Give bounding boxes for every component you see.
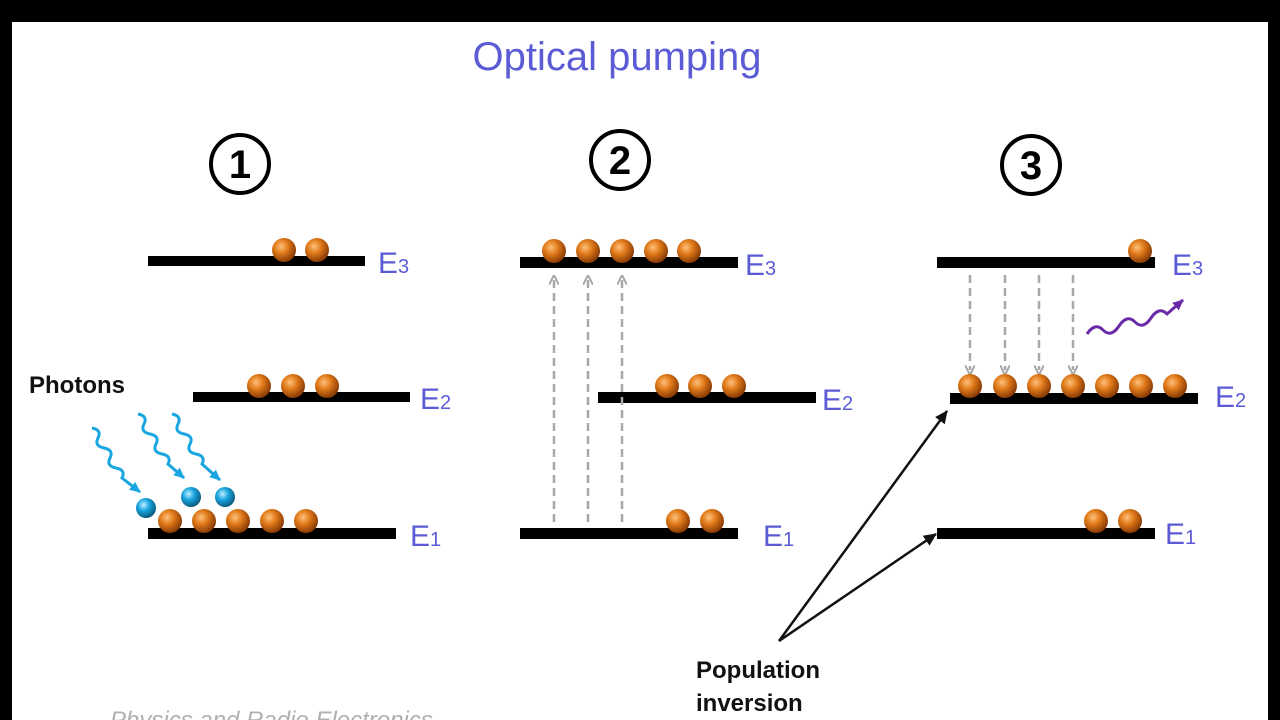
electron xyxy=(677,239,701,263)
step-2-marker: 2 xyxy=(589,129,651,191)
electron xyxy=(576,239,600,263)
electron xyxy=(666,509,690,533)
step-2-number: 2 xyxy=(609,139,631,183)
electron xyxy=(655,374,679,398)
energy-level-e1-line xyxy=(520,528,738,539)
electron xyxy=(1061,374,1085,398)
electron xyxy=(688,374,712,398)
electron xyxy=(247,374,271,398)
electron xyxy=(1163,374,1187,398)
energy-level-e1-label: E1 xyxy=(1165,518,1196,551)
step-3-marker: 3 xyxy=(1000,134,1062,196)
electron xyxy=(281,374,305,398)
pump-arrows xyxy=(554,280,622,522)
watermark-text: Physics and Radio Electronics xyxy=(110,707,433,720)
electron xyxy=(305,238,329,262)
electron xyxy=(192,509,216,533)
energy-level-e3-label: E3 xyxy=(1172,249,1203,282)
panel-2: E3 E2 E1 xyxy=(520,239,853,553)
electron xyxy=(610,239,634,263)
panel-3: E3 E2 E1 xyxy=(937,239,1246,551)
electron xyxy=(958,374,982,398)
energy-level-e2-line xyxy=(598,392,816,403)
electron-group xyxy=(158,238,339,533)
energy-level-e2-label: E2 xyxy=(420,383,451,416)
electron xyxy=(1027,374,1051,398)
photon-group xyxy=(136,487,235,518)
electron xyxy=(1129,374,1153,398)
energy-level-e1-line xyxy=(148,528,396,539)
decay-arrows xyxy=(970,275,1073,370)
energy-level-e1-label: E1 xyxy=(763,520,794,553)
electron xyxy=(315,374,339,398)
energy-level-e3-line xyxy=(520,257,738,268)
energy-level-e1-label: E1 xyxy=(410,520,441,553)
energy-level-e2-label: E2 xyxy=(822,384,853,417)
photon xyxy=(215,487,235,507)
electron xyxy=(542,239,566,263)
photon xyxy=(136,498,156,518)
electron xyxy=(644,239,668,263)
photon-wave-arrow xyxy=(137,412,185,480)
energy-level-e3-line xyxy=(937,257,1155,268)
step-1-number: 1 xyxy=(229,143,251,187)
diagram-title: Optical pumping xyxy=(472,35,761,79)
energy-level-e3-label: E3 xyxy=(378,247,409,280)
photon xyxy=(181,487,201,507)
photons-label: Photons xyxy=(29,372,125,399)
population-inversion-arrows xyxy=(777,410,949,643)
electron-group xyxy=(542,239,746,533)
electron xyxy=(700,509,724,533)
electron xyxy=(260,509,284,533)
electron xyxy=(1118,509,1142,533)
photon-wave-arrow xyxy=(91,426,141,494)
electron xyxy=(1128,239,1152,263)
emitted-photon-wave-arrow xyxy=(1085,298,1184,335)
electron xyxy=(993,374,1017,398)
pointer-arrow-to-e1 xyxy=(778,532,937,643)
electron xyxy=(294,509,318,533)
photon-wave-arrow xyxy=(171,412,221,482)
energy-level-e3-label: E3 xyxy=(745,249,776,282)
electron xyxy=(226,509,250,533)
energy-level-e1-line xyxy=(937,528,1155,539)
electron xyxy=(1084,509,1108,533)
panel-1: E3 E2 E1 Photons xyxy=(29,238,451,553)
electron xyxy=(158,509,182,533)
electron xyxy=(722,374,746,398)
electron-group xyxy=(958,239,1187,533)
slide-background xyxy=(12,22,1268,720)
energy-level-e2-line xyxy=(950,393,1198,404)
energy-level-e3-line xyxy=(148,256,365,266)
incoming-photon-arrows xyxy=(91,412,221,494)
population-inversion-label: Population inversion xyxy=(696,657,827,717)
electron xyxy=(272,238,296,262)
electron xyxy=(1095,374,1119,398)
pointer-arrow-to-e2 xyxy=(777,410,949,642)
step-1-marker: 1 xyxy=(209,133,271,195)
energy-level-e2-label: E2 xyxy=(1215,381,1246,414)
energy-level-e2-line xyxy=(193,392,410,402)
step-3-number: 3 xyxy=(1020,144,1042,188)
